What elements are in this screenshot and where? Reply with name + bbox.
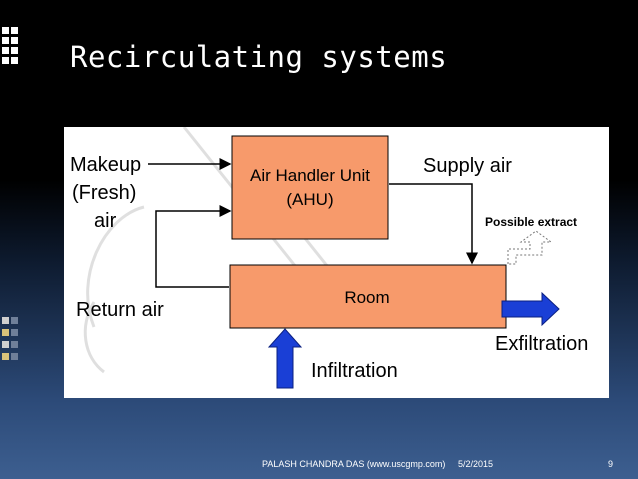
decorative-squares: [2, 27, 18, 64]
exfiltration-arrow: [501, 291, 560, 327]
room-label: Room: [344, 288, 389, 307]
left-decoration-bottom: [0, 315, 20, 380]
decorative-squares: [2, 317, 18, 360]
makeup-label-line3: air: [94, 210, 117, 232]
supply-air-arrow: [389, 183, 478, 265]
supply-air-label: Supply air: [423, 155, 512, 177]
footer-author: PALASH CHANDRA DAS (www.uscgmp.com): [262, 459, 446, 469]
exfiltration-label: Exfiltration: [495, 333, 588, 355]
makeup-label-line1: Makeup: [70, 154, 141, 176]
possible-extract-label: Possible extract: [485, 215, 577, 229]
footer-date: 5/2/2015: [458, 459, 494, 469]
diagram-panel: Air Handler Unit (AHU) Room Makeup (Fres…: [64, 126, 609, 398]
ahu-box: [231, 135, 389, 240]
ahu-label-line2: (AHU): [286, 190, 333, 209]
return-air-label: Return air: [76, 299, 164, 321]
slide-title: Recirculating systems: [70, 40, 448, 74]
page-number: 9: [608, 459, 614, 469]
room-box: [229, 264, 507, 329]
infiltration-label: Infiltration: [311, 360, 398, 382]
return-air-line: [155, 205, 232, 288]
recirculating-system-diagram: Air Handler Unit (AHU) Room Makeup (Fres…: [70, 126, 588, 389]
infiltration-arrow: [267, 328, 303, 389]
possible-extract-arrow: [507, 230, 553, 265]
makeup-label-line2: (Fresh): [72, 182, 136, 204]
ahu-label-line1: Air Handler Unit: [250, 166, 370, 185]
left-decoration-top: [0, 25, 20, 75]
